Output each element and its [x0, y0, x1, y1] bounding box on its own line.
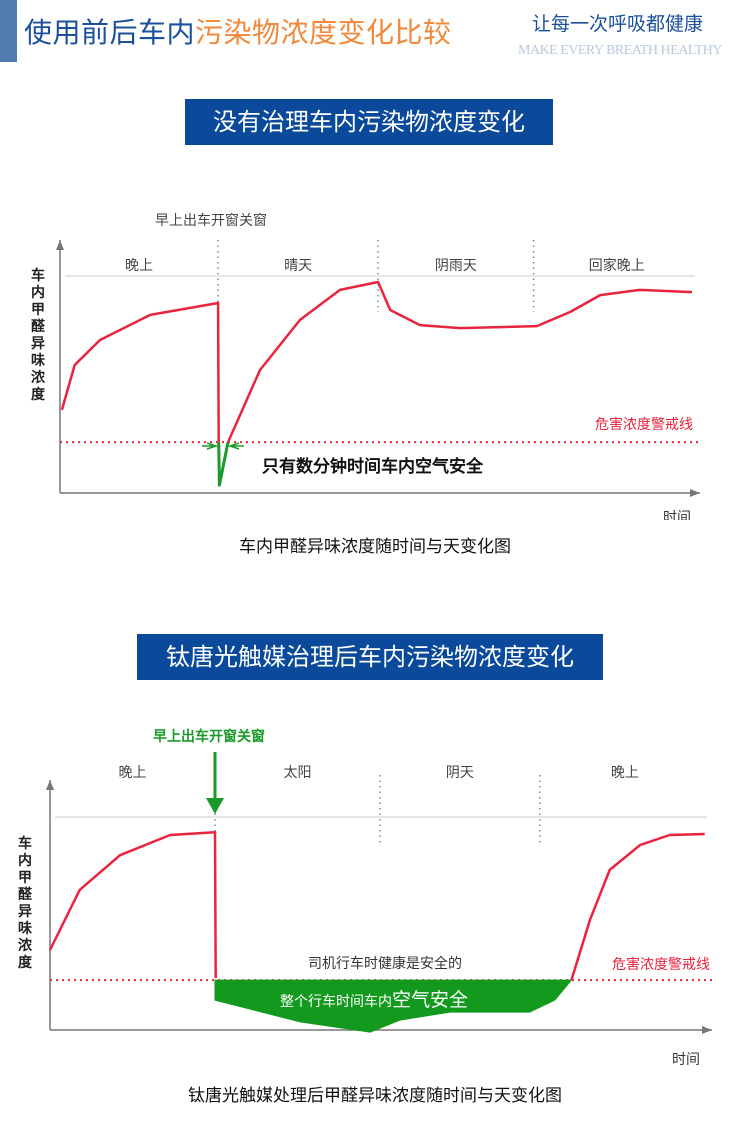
x-axis-arrow-icon — [702, 1026, 712, 1034]
safe-area-label-2: 空气安全 — [392, 989, 468, 1011]
period-label: 阴雨天 — [435, 258, 477, 274]
safe-note: 只有数分钟时间车内空气安全 — [262, 456, 484, 477]
y-axis-arrow-icon — [46, 780, 54, 790]
slogan-english: MAKE EVERY BREATH HEALTHY — [518, 43, 722, 58]
title-part-2: 污染物浓度变化比较 — [195, 16, 452, 49]
period-label: 晴天 — [284, 258, 312, 274]
x-axis-label: 时间 — [663, 510, 691, 520]
series-concentration-2 — [226, 280, 693, 443]
safe-note: 司机行车时健康是安全的 — [308, 955, 462, 972]
chart-1-banner: 没有治理车内污染物浓度变化 — [185, 99, 553, 145]
y-axis-label-char: 度 — [31, 386, 46, 403]
y-axis-label-char: 车 — [31, 267, 45, 284]
safe-area-label-1: 整个行车时间车内 — [280, 993, 392, 1010]
y-axis-label-char: 车 — [18, 835, 32, 852]
y-axis-label-char: 醛 — [18, 886, 33, 903]
down-arrow-icon — [206, 798, 224, 814]
danger-threshold-label: 危害浓度警戒线 — [612, 957, 710, 973]
annotation-top: 早上出车开窗关窗 — [155, 212, 267, 229]
y-axis-label-char: 度 — [18, 954, 33, 971]
safe-area-label: 整个行车时间车内空气安全 — [280, 989, 468, 1011]
chart-2-banner: 钛唐光触媒治理后车内污染物浓度变化 — [137, 634, 603, 680]
y-axis-label-char: 内 — [18, 852, 32, 869]
safe-area-fill — [214, 979, 572, 1033]
series-concentration — [48, 830, 217, 979]
y-axis-label-char: 异 — [18, 904, 32, 920]
page-title: 使用前后车内污染物浓度变化比较 — [24, 11, 452, 51]
x-axis-label: 时间 — [672, 1052, 700, 1068]
period-label: 晚上 — [119, 765, 147, 781]
series-concentration-2 — [570, 832, 705, 981]
y-axis-label-char: 味 — [31, 353, 45, 369]
y-axis-label-char: 浓 — [31, 369, 46, 386]
y-axis-label-char: 异 — [31, 336, 45, 352]
y-axis-label-char: 醛 — [31, 318, 46, 335]
header-accent-strip — [0, 0, 17, 62]
y-axis-label-char: 味 — [18, 921, 32, 937]
period-label: 回家晚上 — [589, 257, 645, 274]
y-axis-label-char: 浓 — [18, 937, 33, 954]
x-axis-arrow-icon — [690, 489, 700, 497]
y-axis-label-char: 甲 — [31, 302, 45, 318]
series-safe-dip — [217, 441, 230, 487]
period-label: 晚上 — [611, 765, 639, 781]
period-label: 晚上 — [125, 258, 153, 274]
y-axis-arrow-icon — [56, 240, 64, 250]
title-part-1: 使用前后车内 — [24, 16, 196, 49]
chart-2-caption: 钛唐光触媒处理后甲醛异味浓度随时间与天变化图 — [188, 1086, 562, 1106]
annotation-top: 早上出车开窗关窗 — [153, 728, 265, 745]
series-concentration — [60, 301, 220, 443]
y-axis-label-char: 内 — [31, 284, 45, 301]
safe-window-arrows-icon — [202, 442, 244, 450]
period-label: 太阳 — [284, 765, 312, 781]
period-label: 阴天 — [446, 765, 474, 781]
chart-1-caption: 车内甲醛异味浓度随时间与天变化图 — [239, 537, 511, 557]
y-axis-label-char: 甲 — [18, 870, 32, 886]
danger-threshold-label: 危害浓度警戒线 — [595, 417, 693, 433]
slogan: 让每一次呼吸都健康 — [532, 13, 704, 35]
